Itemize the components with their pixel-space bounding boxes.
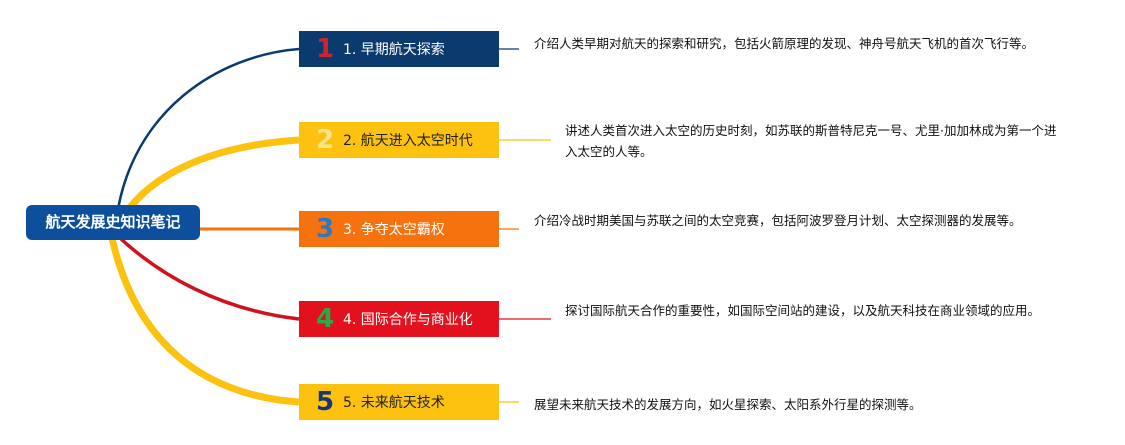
topic-description: 展望未来航天技术的发展方向，如火星探索、太阳系外行星的探测等。 [534,397,922,412]
topic-label: 2. 航天进入太空时代 [343,133,473,149]
branch-1 [114,47,300,223]
branch-4 [118,236,300,321]
topic-early-exploration[interactable]: 1 1. 早期航天探索 [299,31,499,67]
topic-label: 5. 未来航天技术 [343,395,445,411]
topic-description: 讲述人类首次进入太空的历史时刻，如苏联的斯普特尼克一号、尤里·加加林成为第一个进… [565,123,1057,159]
number-badge: 2 [315,125,335,155]
branch-5 [108,237,300,406]
number-badge: 3 [315,214,335,244]
topic-label: 3. 争夺太空霸权 [343,222,445,238]
topic-description: 介绍冷战时期美国与苏联之间的太空竞赛，包括阿波罗登月计划、太空探测器的发展等。 [534,213,1022,228]
number-badge: 5 [315,387,335,417]
topic-description: 介绍人类早期对航天的探索和研究，包括火箭原理的发现、神舟号航天飞机的首次飞行等。 [534,36,1035,51]
topic-cooperation-commercial[interactable]: 4 4. 国际合作与商业化 [299,301,499,337]
topic-description: 探讨国际航天合作的重要性，如国际空间站的建设，以及航天科技在商业领域的应用。 [565,303,1041,318]
number-badge: 4 [315,304,335,334]
topic-space-race[interactable]: 3 3. 争夺太空霸权 [299,211,499,247]
root-topic[interactable]: 航天发展史知识笔记 [26,205,200,240]
number-badge: 1 [315,34,335,64]
topic-space-age[interactable]: 2 2. 航天进入太空时代 [299,122,499,158]
topic-label: 1. 早期航天探索 [343,42,445,58]
topic-future-technology[interactable]: 5 5. 未来航天技术 [299,384,499,420]
topic-label: 4. 国际合作与商业化 [343,312,473,328]
branch-2 [116,136,300,224]
